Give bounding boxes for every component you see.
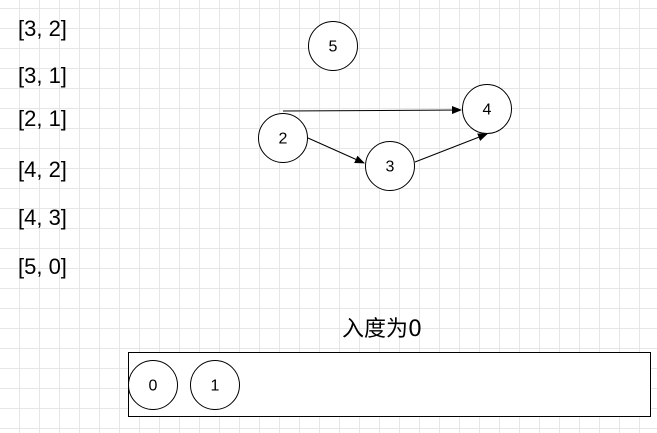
queue-node-0: 0 [128, 360, 178, 410]
queue-title: 入度为0 [342, 317, 422, 342]
node-label: 5 [329, 39, 338, 56]
node-2: 2 [258, 113, 308, 163]
edge-label: [4, 3] [18, 205, 67, 230]
node-5: 5 [308, 21, 358, 71]
edge-label: [3, 1] [18, 63, 67, 88]
arrow-2-to-4 [282, 106, 462, 115]
arrow-3-to-4 [414, 133, 488, 163]
edge-label: [5, 0] [18, 254, 67, 279]
edge-label: [3, 2] [18, 16, 67, 41]
node-3: 3 [365, 141, 415, 191]
node-label: 3 [386, 159, 395, 176]
node-label: 4 [483, 102, 492, 119]
node-label: 2 [279, 131, 288, 148]
edge-label: [2, 1] [18, 106, 67, 131]
node-4: 4 [462, 84, 512, 134]
queue-node-1: 1 [190, 360, 240, 410]
node-label: 1 [211, 378, 220, 395]
node-label: 0 [149, 378, 158, 395]
edge-label: [4, 2] [18, 157, 67, 182]
arrow-2-to-3 [307, 137, 365, 164]
